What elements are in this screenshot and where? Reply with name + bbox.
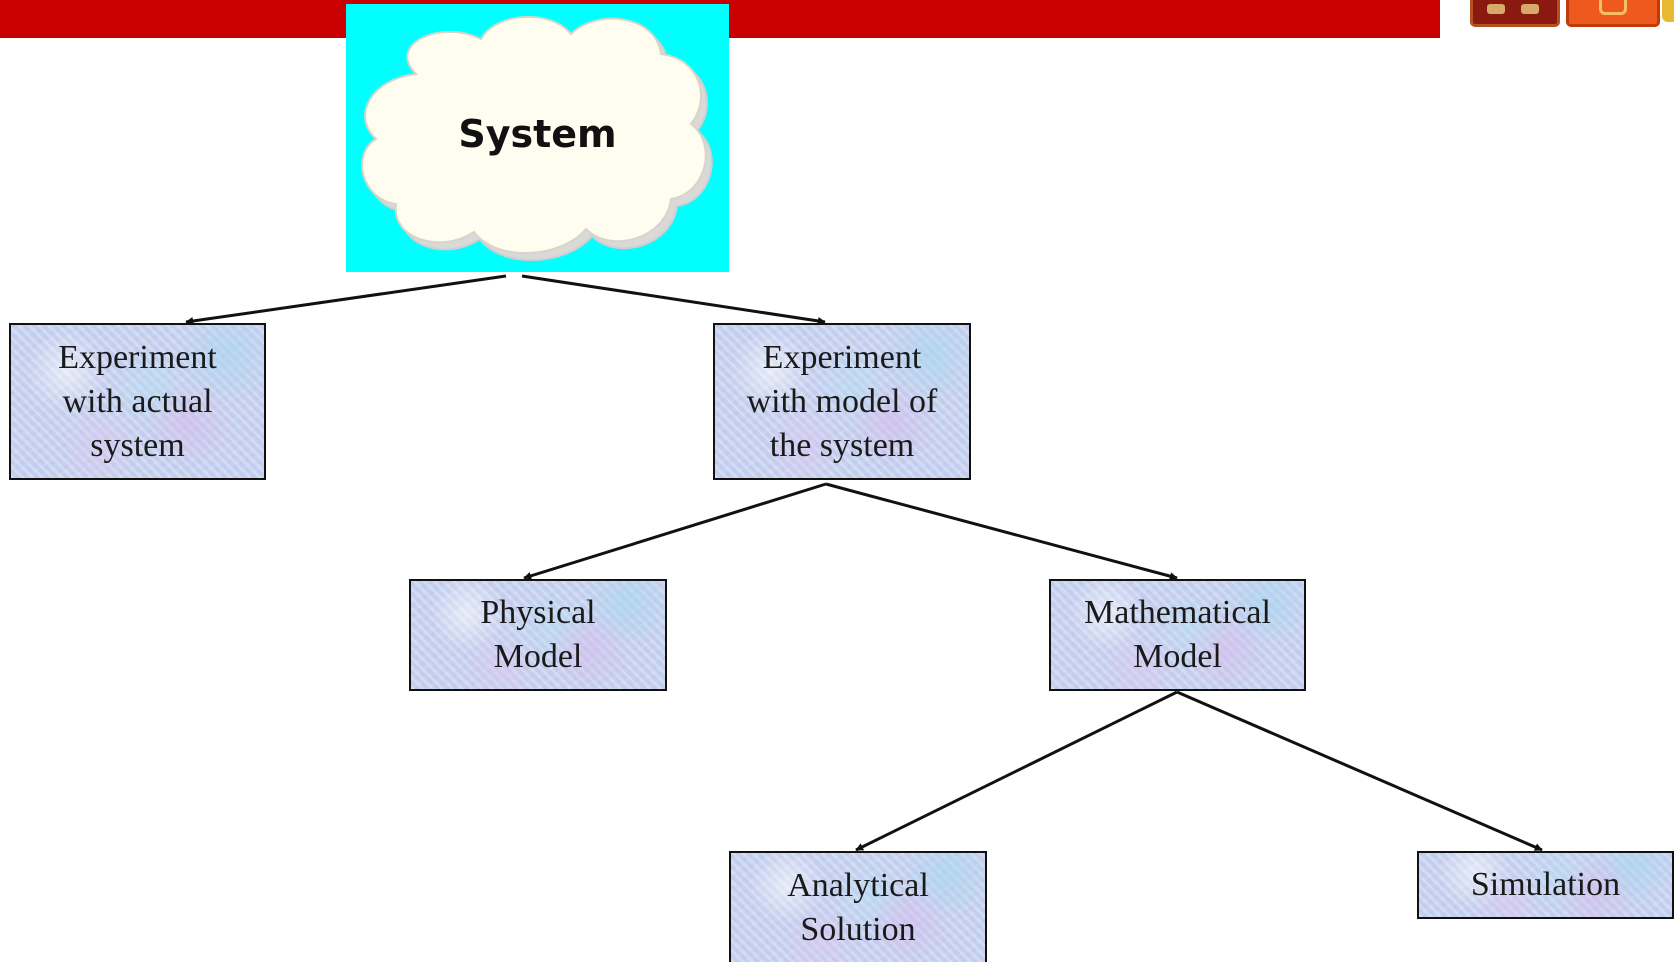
node-experiment-model-system: Experiment with model of the system	[713, 323, 971, 480]
node-physical-model: Physical Model	[409, 579, 667, 691]
logo-group	[1468, 0, 1674, 28]
node-experiment-actual-system: Experiment with actual system	[9, 323, 266, 480]
node-analytical-solution: Analytical Solution	[729, 851, 987, 962]
edge-math-analytic	[855, 690, 1178, 852]
yellow-logo-icon	[1662, 0, 1674, 22]
orange-logo-icon	[1566, 0, 1660, 27]
edge-system-model	[521, 274, 826, 325]
edge-model-physical	[523, 482, 827, 580]
node-mathematical-model: Mathematical Model	[1049, 579, 1306, 691]
book-logo-icon	[1470, 0, 1560, 27]
edge-math-sim	[1176, 690, 1543, 852]
node-simulation: Simulation	[1417, 851, 1674, 919]
system-label: System	[458, 112, 617, 156]
edge-system-actual	[185, 274, 507, 325]
system-node: System	[346, 4, 729, 272]
edge-model-math	[825, 482, 1178, 581]
